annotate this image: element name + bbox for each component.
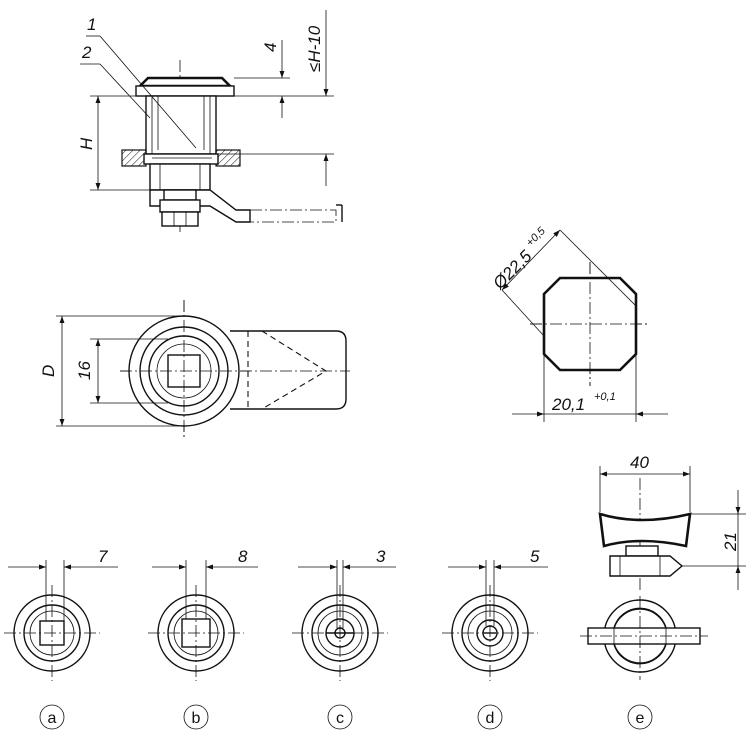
dim-h-label: H xyxy=(77,137,96,150)
variant-label-a-text: a xyxy=(48,710,57,727)
variant-label-c-text: c xyxy=(336,710,344,727)
callout-1: 1 xyxy=(87,15,96,34)
variant-label-b xyxy=(183,704,209,730)
variant-label-d-text: d xyxy=(486,710,495,727)
wing-knob-side-view xyxy=(598,466,746,590)
variant-c-view xyxy=(292,560,396,681)
variant-b-dim: 8 xyxy=(238,547,248,566)
dim-40-label: 40 xyxy=(630,453,649,472)
variant-label-c xyxy=(327,704,353,730)
variant-a-dim: 7 xyxy=(98,547,108,566)
variant-d-view xyxy=(442,560,548,681)
variant-c-dim: 3 xyxy=(376,547,386,566)
variant-label-d xyxy=(477,704,503,730)
variant-label-b-text: b xyxy=(192,710,201,727)
dim-16-label: 16 xyxy=(75,361,94,380)
dim-4-label: 4 xyxy=(261,43,280,52)
side-view xyxy=(80,10,343,235)
callout-2: 2 xyxy=(81,43,92,62)
spindle-detail xyxy=(501,229,668,422)
dim-width-tolerance: +0,1 xyxy=(594,391,616,403)
variant-e-view xyxy=(580,596,708,680)
variant-d-dim: 5 xyxy=(530,547,540,566)
dim-diameter-label: Ø22,5 xyxy=(489,246,536,293)
front-view xyxy=(56,300,350,440)
dim-h-minus-10-label: ≤H-10 xyxy=(305,25,324,72)
variant-label-a xyxy=(39,704,65,730)
dim-width-label: 20,1 xyxy=(551,395,585,414)
variant-label-e xyxy=(627,704,653,730)
variant-label-e-text: e xyxy=(636,710,645,727)
variant-b-view xyxy=(148,560,258,681)
dim-21-label: 21 xyxy=(721,532,740,552)
dim-d-label: D xyxy=(39,365,58,377)
variant-a-view xyxy=(4,560,118,681)
